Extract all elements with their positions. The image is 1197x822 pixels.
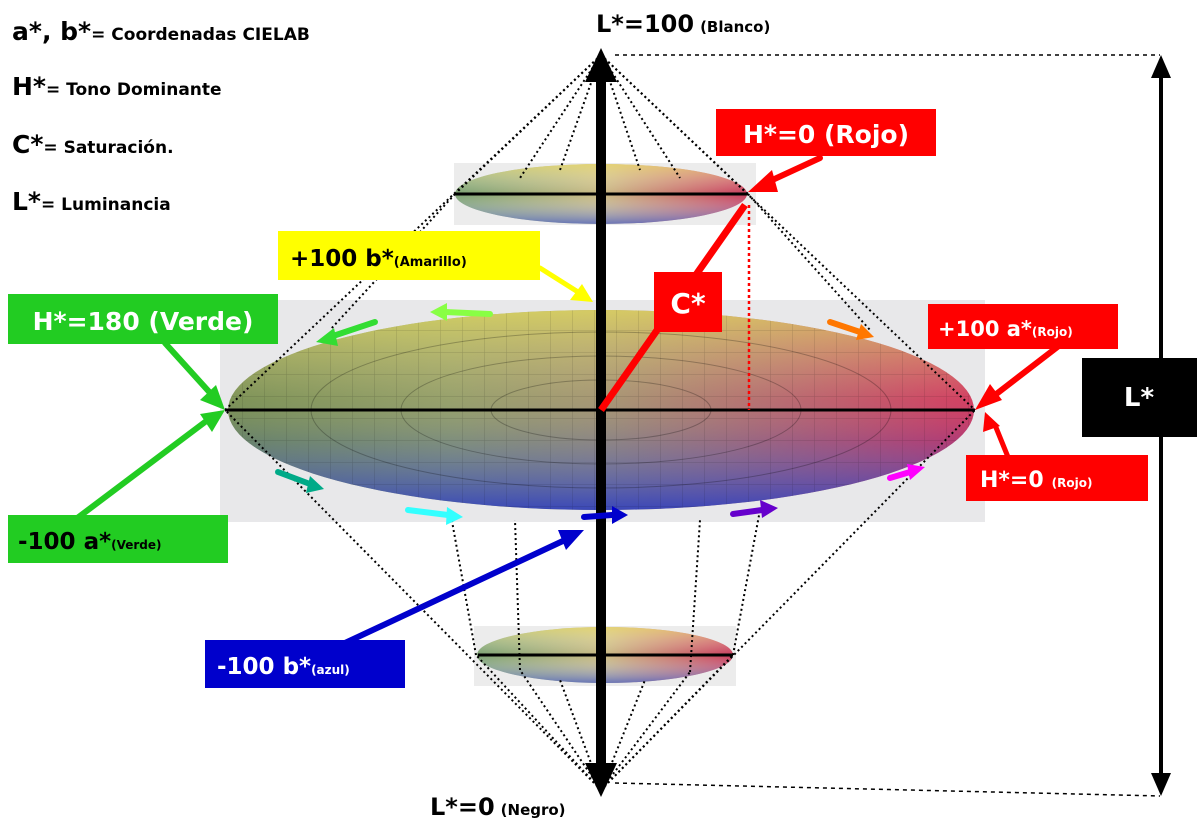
range-guides [614, 54, 1161, 797]
b-minus-label: -100 b*(azul) [217, 654, 350, 680]
hue-180-label: H*=180 (Verde) [33, 307, 254, 336]
a-plus-label: +100 a*(Rojo) [938, 317, 1073, 341]
b-plus-box [278, 231, 540, 280]
a-minus-box [8, 515, 228, 563]
lightness-box [1082, 358, 1197, 437]
a-minus-label: -100 a*(Verde) [18, 529, 162, 555]
hue-0-top-label: H*=0 (Rojo) [743, 120, 909, 149]
legend: a*, b*= Coordenadas CIELAB H*= Tono Domi… [12, 17, 310, 216]
b-minus-box [205, 640, 405, 688]
legend-item-coords: a*, b*= Coordenadas CIELAB [12, 17, 310, 46]
legend-item-lightness: L*= Luminancia [12, 187, 171, 216]
lightness-axis-arrow [585, 48, 617, 797]
hue-0-right-label: H*=0(Rojo) [980, 468, 1092, 493]
a-plus-box [928, 304, 1118, 349]
hue-0-top-box [716, 109, 936, 156]
legend-item-hue: H*= Tono Dominante [12, 72, 222, 101]
b-plus-label: +100 b*(Amarillo) [290, 246, 467, 272]
axis-top-label: L*=100(Blanco) [596, 10, 770, 38]
axis-bottom-label: L*=0(Negro) [430, 793, 566, 821]
pointer-arrows [69, 155, 1063, 653]
hue-0-right-box [966, 455, 1148, 501]
cone-lines [224, 54, 976, 791]
chroma-box [654, 272, 722, 332]
legend-item-chroma: C*= Saturación. [12, 130, 174, 159]
lightness-label: L* [1124, 383, 1155, 413]
hue-180-box [8, 294, 278, 344]
chroma-label: C* [670, 287, 706, 320]
